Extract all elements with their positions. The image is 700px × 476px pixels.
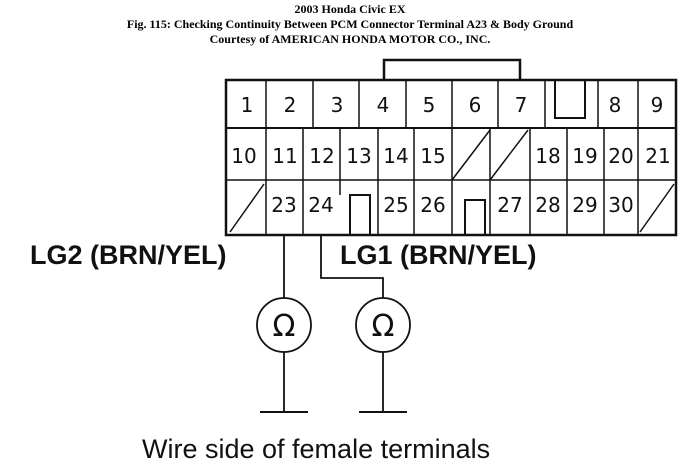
terminal-14: 14 <box>383 144 408 168</box>
terminal-numbers-row3: 23 24 25 26 27 28 29 30 <box>271 193 633 217</box>
ohm-icon: Ω <box>372 309 395 344</box>
terminal-4: 4 <box>377 93 390 117</box>
terminal-8: 8 <box>609 93 622 117</box>
terminal-9: 9 <box>651 93 664 117</box>
connector-outline <box>224 58 678 237</box>
terminal-23: 23 <box>271 193 296 217</box>
courtesy-credit: Courtesy of AMERICAN HONDA MOTOR CO., IN… <box>209 32 491 46</box>
terminal-27: 27 <box>497 193 522 217</box>
terminal-13: 13 <box>346 144 371 168</box>
terminal-3: 3 <box>331 93 344 117</box>
terminal-12: 12 <box>309 144 334 168</box>
terminal-5: 5 <box>423 93 436 117</box>
terminal-numbers-row2: 10 11 12 13 14 15 18 19 20 21 <box>231 144 670 168</box>
terminal-numbers-row1: 1 2 3 4 5 6 7 8 9 <box>241 93 664 117</box>
terminal-19: 19 <box>572 144 597 168</box>
ground-leads <box>283 352 384 412</box>
terminal-6: 6 <box>469 93 482 117</box>
terminal-7: 7 <box>515 93 528 117</box>
ohmmeter-lg1: Ω <box>355 297 411 353</box>
ohm-icon: Ω <box>273 309 296 344</box>
wire-label-lg2: LG2 (BRN/YEL) <box>30 240 227 270</box>
terminal-10: 10 <box>231 144 256 168</box>
terminal-20: 20 <box>608 144 633 168</box>
terminal-24: 24 <box>308 193 333 217</box>
terminal-30: 30 <box>608 193 633 217</box>
connector-dividers <box>265 80 639 235</box>
terminal-18: 18 <box>535 144 560 168</box>
wire-label-lg1: LG1 (BRN/YEL) <box>340 240 537 270</box>
terminal-15: 15 <box>420 144 445 168</box>
terminal-25: 25 <box>383 193 408 217</box>
header-vehicle: 2003 Honda Civic EX <box>294 2 406 16</box>
wire-lg1 <box>320 235 384 298</box>
terminal-29: 29 <box>572 193 597 217</box>
terminal-26: 26 <box>420 193 445 217</box>
terminal-11: 11 <box>272 144 297 168</box>
ohmmeter-lg2: Ω <box>256 297 312 353</box>
figure-title: Fig. 115: Checking Continuity Between PC… <box>126 17 574 31</box>
empty-cavity-marks <box>229 129 675 233</box>
caption: Wire side of female terminals <box>142 434 490 464</box>
terminal-1: 1 <box>241 93 254 117</box>
terminal-2: 2 <box>284 93 297 117</box>
terminal-28: 28 <box>535 193 560 217</box>
terminal-21: 21 <box>645 144 670 168</box>
